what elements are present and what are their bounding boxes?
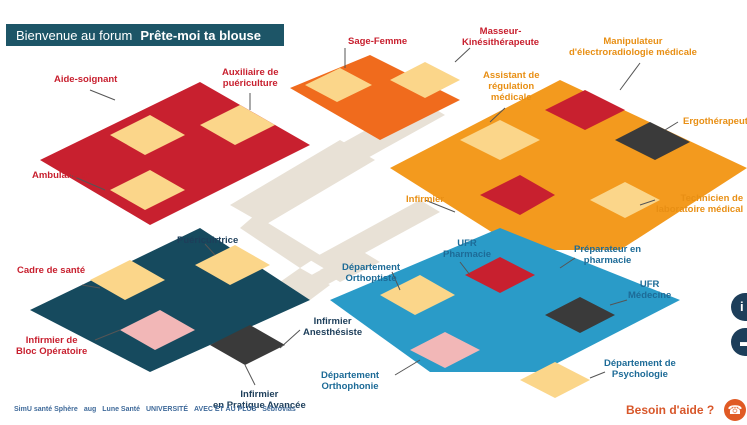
stand-manipulateur-electroradiologie[interactable]: Manipulateur d'électroradiologie médical… <box>569 36 697 58</box>
banner-prefix: Bienvenue au forum <box>16 27 133 43</box>
logo-simu: SimU santé Sphère <box>14 405 78 413</box>
stand-ufr-medecine[interactable]: UFR Médecine <box>628 279 672 301</box>
callout-lines <box>69 47 679 386</box>
help-label[interactable]: Besoin d'aide ? <box>626 403 715 417</box>
stand-preparateur-pharmacie[interactable]: Préparateur en pharmacie <box>574 244 642 266</box>
stand-auxiliaire-puericulture[interactable]: Auxiliaire de puériculture <box>222 67 279 89</box>
stand-infirmier-bloc-operatoire[interactable]: Infirmier de Bloc Opératoire <box>16 335 88 357</box>
partner-logos: SimU santé Sphère aug Lune Santé UNIVERS… <box>14 398 296 420</box>
booths <box>90 62 690 398</box>
stand-puericultrice[interactable]: Puériculrtrice <box>177 235 239 246</box>
logo-universite: UNIVERSITÉ <box>146 405 189 413</box>
stand-cadre-de-sante[interactable]: Cadre de santé <box>17 265 86 276</box>
stand-ergotherapeute[interactable]: Ergothérapeute <box>683 116 747 127</box>
stand-ambulancier[interactable]: Ambulancier <box>32 170 90 181</box>
stand-infirmier-pratique-avancee[interactable]: Infirmier en Pratique Avancée <box>213 389 306 411</box>
stand-ufr-pharmacie[interactable]: UFR Pharmacie <box>443 238 492 260</box>
welcome-banner: Bienvenue au forum Prête-moi ta blouse <box>6 24 284 46</box>
logo-lune: Lune Santé <box>102 405 140 413</box>
logo-aug: aug <box>83 405 97 413</box>
chat-icon[interactable]: ▬ <box>731 328 747 356</box>
stand-infirmier-anesthesiste[interactable]: Infirmier Anesthésiste <box>303 316 363 338</box>
zone-blue <box>330 228 680 372</box>
stand-aide-soignant[interactable]: Aide-soignant <box>54 74 118 85</box>
banner-title: Prête-moi ta blouse <box>140 27 261 43</box>
stand-infirmier[interactable]: Infirmier <box>406 194 445 205</box>
phone-icon[interactable]: ☎ <box>724 399 746 421</box>
logo-sebrovias: Sébrovias <box>262 405 296 413</box>
stand-sage-femme[interactable]: Sage-Femme <box>348 36 408 47</box>
stand-departement-orthophonie[interactable]: Département Orthophonie <box>321 370 380 392</box>
logo-avec: AVEC ET AU PLUS <box>194 405 257 413</box>
stand-masseur-kinesitherapeute[interactable]: Masseur- Kinésithérapeute <box>462 26 540 48</box>
info-icon[interactable]: i <box>731 293 747 321</box>
stand-technicien-laboratoire[interactable]: Technicien de laboratoire médical <box>656 193 744 215</box>
zone-orange <box>390 80 747 250</box>
stand-assistant-regulation[interactable]: Assistant de régulation médicale <box>483 70 540 103</box>
stand-departement-orthoptiste[interactable]: Département Orthoptiste <box>342 262 401 284</box>
stand-departement-psychologie[interactable]: Département de Psychologie <box>604 358 676 380</box>
